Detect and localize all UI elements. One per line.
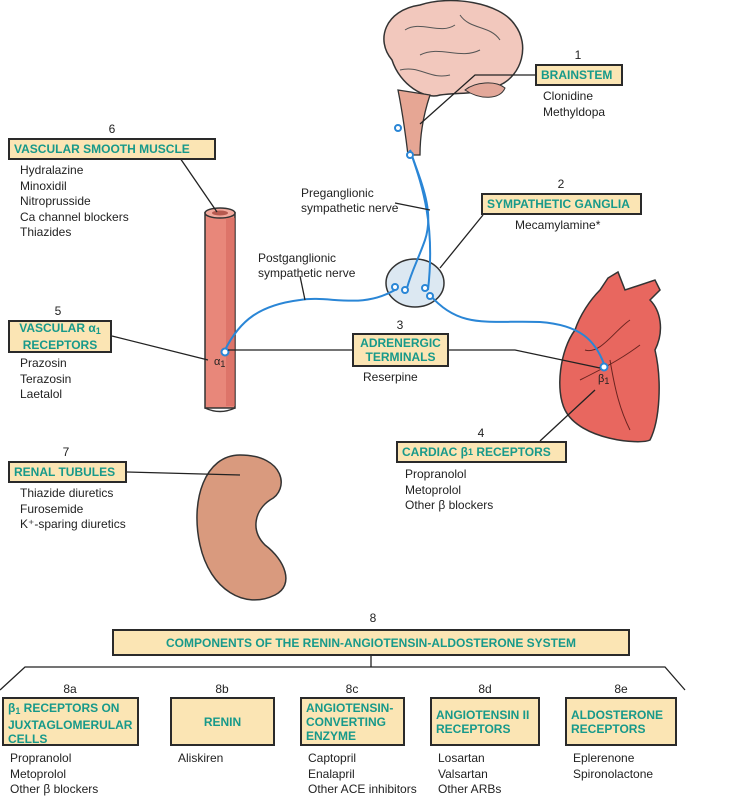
raas-8a-drugs: Propranolol Metoprolol Other β blockers xyxy=(10,751,98,798)
drug: Mecamylamine* xyxy=(515,218,601,232)
drug: Propranolol xyxy=(405,467,467,481)
raas-8a-box: β1 RECEPTORS ON JUXTAGLOMERULAR CELLS xyxy=(2,697,139,746)
nerve-paths xyxy=(224,149,605,365)
drug: Ca channel blockers xyxy=(20,209,129,224)
vascular-smooth-muscle-box: VASCULAR SMOOTH MUSCLE xyxy=(8,138,216,160)
drug: Enalapril xyxy=(308,766,355,781)
drug: Prazosin xyxy=(20,356,67,370)
drug: Other ARBs xyxy=(438,782,502,796)
blood-vessel-illustration xyxy=(204,207,236,413)
raas-8d-box: ANGIOTENSIN II RECEPTORS xyxy=(430,697,540,746)
raas-8e-number: 8e xyxy=(614,682,628,696)
postganglionic-nerve-label: Postganglionic sympathetic nerve xyxy=(258,251,355,281)
raas-8b-box: RENIN xyxy=(170,697,275,746)
drug: Other ACE inhibitors xyxy=(308,782,417,796)
drug: Methyldopa xyxy=(543,104,606,119)
adrenergic-terminals-box: ADRENERGIC TERMINALS xyxy=(352,333,449,367)
kidney-illustration xyxy=(196,454,287,601)
raas-8e-drugs: Eplerenone Spironolactone xyxy=(573,751,653,782)
postganglionic-line1: Postganglionic xyxy=(258,251,337,265)
drug: Eplerenone xyxy=(573,751,635,765)
drug: Metoprolol xyxy=(405,482,462,497)
drug: Clonidine xyxy=(543,89,594,103)
drug: Thiazide diuretics xyxy=(20,486,114,500)
heart-illustration xyxy=(559,270,662,443)
target-1-number: 1 xyxy=(574,48,582,62)
drug: Minoxidil xyxy=(20,178,67,193)
target-5-number: 5 xyxy=(54,304,62,318)
drug: Other β blockers xyxy=(405,498,494,512)
raas-8c-drugs: Captopril Enalapril Other ACE inhibitors xyxy=(308,751,417,798)
preganglionic-nerve-label: Preganglionic sympathetic nerve xyxy=(301,186,398,216)
vascular-smooth-muscle-drugs: Hydralazine Minoxidil Nitroprusside Ca c… xyxy=(20,163,129,241)
drug: Furosemide xyxy=(20,501,84,516)
drug: Laetalol xyxy=(20,387,63,401)
raas-8c-number: 8c xyxy=(345,682,359,696)
drug: Spironolactone xyxy=(573,766,654,781)
preganglionic-line1: Preganglionic xyxy=(301,186,374,200)
raas-8e-box: ALDOSTERONE RECEPTORS xyxy=(565,697,677,746)
drug: Hydralazine xyxy=(20,163,84,177)
brainstem-box: BRAINSTEM xyxy=(535,64,623,86)
leader-lines xyxy=(0,74,686,691)
drug: Valsartan xyxy=(438,766,488,781)
renal-tubules-drugs: Thiazide diuretics Furosemide K⁺-sparing… xyxy=(20,486,126,533)
alpha1-receptor-label: α1 xyxy=(214,356,226,369)
target-7-number: 7 xyxy=(62,445,70,459)
target-2-number: 2 xyxy=(557,177,565,191)
postganglionic-line2: sympathetic nerve xyxy=(258,266,356,280)
sympathetic-ganglia-box: SYMPATHETIC GANGLIA xyxy=(481,193,642,215)
drug: Captopril xyxy=(308,751,357,765)
target-4-number: 4 xyxy=(477,426,485,440)
raas-8a-number: 8a xyxy=(63,682,77,696)
drug: Propranolol xyxy=(10,751,72,765)
synapse-terminals xyxy=(220,124,609,372)
preganglionic-line2: sympathetic nerve xyxy=(301,201,399,215)
raas-8d-number: 8d xyxy=(478,682,492,696)
raas-8d-drugs: Losartan Valsartan Other ARBs xyxy=(438,751,501,798)
adrenergic-terminals-drugs: Reserpine xyxy=(363,370,418,386)
brain-illustration xyxy=(383,0,524,156)
drug: Reserpine xyxy=(363,370,418,384)
renal-tubules-box: RENAL TUBULES xyxy=(8,461,127,483)
drug: Thiazides xyxy=(20,225,72,239)
raas-number: 8 xyxy=(369,611,377,625)
target-3-number: 3 xyxy=(396,318,404,332)
raas-8b-number: 8b xyxy=(215,682,229,696)
drug: Nitroprusside xyxy=(20,194,91,208)
drug: Losartan xyxy=(438,751,485,765)
vascular-alpha1-drugs: Prazosin Terazosin Laetalol xyxy=(20,356,71,403)
raas-8b-drugs: Aliskiren xyxy=(178,751,223,767)
raas-8c-box: ANGIOTENSIN-CONVERTING ENZYME xyxy=(300,697,405,746)
drug: Other β blockers xyxy=(10,782,99,796)
raas-box: COMPONENTS OF THE RENIN-ANGIOTENSIN-ALDO… xyxy=(112,629,630,656)
target-6-number: 6 xyxy=(108,122,116,136)
beta1-receptor-label: β1 xyxy=(598,373,610,386)
drug: K⁺-sparing diuretics xyxy=(20,517,126,531)
brainstem-drugs: Clonidine Methyldopa xyxy=(543,89,605,120)
drug: Metoprolol xyxy=(10,766,67,781)
cardiac-drugs: Propranolol Metoprolol Other β blockers xyxy=(405,467,493,514)
sympathetic-ganglia-drugs: Mecamylamine* xyxy=(515,218,600,234)
drug: Terazosin xyxy=(20,371,72,386)
drug: Aliskiren xyxy=(178,751,224,765)
